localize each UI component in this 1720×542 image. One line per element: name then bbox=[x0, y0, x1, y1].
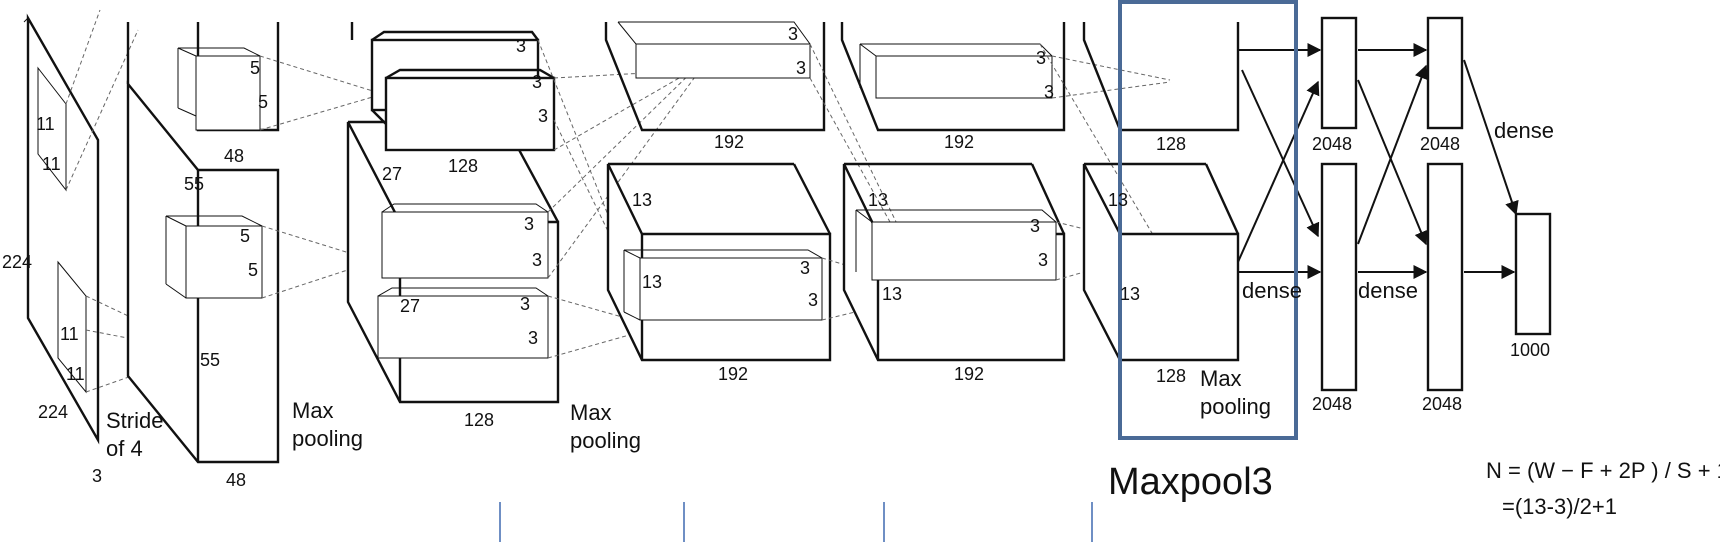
conv1-dim-label-b: 55 bbox=[200, 350, 220, 370]
bottom-ticks bbox=[499, 502, 1093, 542]
conv3-top-depth-label: 192 bbox=[714, 132, 744, 152]
kernel-label: 3 bbox=[808, 290, 818, 310]
input-dim-label-b: 224 bbox=[38, 402, 68, 422]
kernel-label: 3 bbox=[796, 58, 806, 78]
fc6-top-bar bbox=[1320, 16, 1358, 130]
conv5-depth-label: 128 bbox=[1156, 366, 1186, 386]
conv2-depth-label: 128 bbox=[464, 410, 494, 430]
fc-arrows bbox=[1237, 43, 1519, 279]
kernel-label: 11 bbox=[60, 324, 79, 344]
kernel-label: 3 bbox=[520, 294, 530, 314]
kernel-label: 3 bbox=[532, 72, 542, 92]
stride-label-line1: Stride bbox=[106, 408, 163, 433]
fc6-top-label: 2048 bbox=[1312, 134, 1352, 154]
kernel-label: 5 bbox=[248, 260, 258, 280]
kernel-label: 3 bbox=[532, 250, 542, 270]
conv1-top-depth-label: 48 bbox=[224, 146, 244, 166]
conv4-dim-label: 13 bbox=[868, 190, 888, 210]
conv2-top-depth-label: 128 bbox=[448, 156, 478, 176]
conv3-depth-label: 192 bbox=[718, 364, 748, 384]
conv4-dim-label-b: 13 bbox=[882, 284, 902, 304]
output-label: 1000 bbox=[1510, 340, 1550, 360]
kernel-label: 11 bbox=[66, 364, 85, 384]
conv3-volume bbox=[604, 21, 832, 362]
maxpool3-title: Maxpool3 bbox=[1108, 461, 1273, 503]
kernel-label: 3 bbox=[516, 36, 526, 56]
input-dim-label: 224 bbox=[2, 252, 32, 272]
pool3-label-line1: Max bbox=[1200, 366, 1242, 391]
conv4-top-depth-label: 192 bbox=[944, 132, 974, 152]
fc6-bottom-bar bbox=[1320, 162, 1358, 392]
formula-line1: N = (W − F + 2P ) / S + 1 bbox=[1486, 458, 1720, 483]
conv3-dim-label-b: 13 bbox=[642, 272, 662, 292]
stride-label-line2: of 4 bbox=[106, 436, 143, 461]
kernel-label: 3 bbox=[1036, 48, 1046, 68]
pool1-label-line2: pooling bbox=[292, 426, 363, 451]
kernel-label: 3 bbox=[800, 258, 810, 278]
kernel-label: 3 bbox=[788, 24, 798, 44]
fc7-top-bar bbox=[1426, 16, 1464, 130]
pool2-label-line2: pooling bbox=[570, 428, 641, 453]
labels: 224 224 3 11 11 11 11 Stride of 4 55 55 … bbox=[2, 24, 1720, 519]
formula-line2: =(13-3)/2+1 bbox=[1502, 494, 1617, 519]
conv1-depth-label: 48 bbox=[226, 470, 246, 490]
conv2-dim-label-b: 27 bbox=[400, 296, 420, 316]
kernel-label: 5 bbox=[258, 92, 268, 112]
conv1-dim-label: 55 bbox=[184, 174, 204, 194]
kernel-label: 3 bbox=[524, 214, 534, 234]
conv2-dim-label: 27 bbox=[382, 164, 402, 184]
conv5-dim-label-b: 13 bbox=[1120, 284, 1140, 304]
conv4-depth-label: 192 bbox=[954, 364, 984, 384]
output-bar bbox=[1514, 212, 1552, 336]
conv5-top-depth-label: 128 bbox=[1156, 134, 1186, 154]
fc-layers bbox=[1320, 16, 1552, 392]
maxpool3-highlight-box bbox=[1118, 0, 1298, 440]
dense-label-3: dense bbox=[1494, 118, 1554, 143]
dense-label-2: dense bbox=[1358, 278, 1418, 303]
kernel-label: 3 bbox=[528, 328, 538, 348]
pool1-label-line1: Max bbox=[292, 398, 334, 423]
conv5-dim-label: 13 bbox=[1108, 190, 1128, 210]
conv1-volume bbox=[126, 22, 280, 464]
kernel-label: 3 bbox=[538, 106, 548, 126]
fc7-top-label: 2048 bbox=[1420, 134, 1460, 154]
kernel-label: 3 bbox=[1044, 82, 1054, 102]
conv1-to-conv2-dashes bbox=[259, 55, 377, 299]
kernel-label: 5 bbox=[250, 58, 260, 78]
conv3-dim-label: 13 bbox=[632, 190, 652, 210]
kernel-label: 3 bbox=[1038, 250, 1048, 270]
fc7-bottom-label: 2048 bbox=[1422, 394, 1462, 414]
conv4-volume bbox=[840, 22, 1066, 362]
conv2-volume bbox=[346, 22, 560, 404]
pool2-label-line1: Max bbox=[570, 400, 612, 425]
fc7-bottom-bar bbox=[1426, 162, 1464, 392]
input-depth-label: 3 bbox=[92, 466, 102, 486]
kernel-label: 3 bbox=[1030, 216, 1040, 236]
kernel-label: 11 bbox=[42, 154, 61, 174]
kernel-label: 5 bbox=[240, 226, 250, 246]
kernel-label: 11 bbox=[36, 114, 55, 134]
input-volume bbox=[23, 13, 100, 445]
pool3-label-line2: pooling bbox=[1200, 394, 1271, 419]
fc6-bottom-label: 2048 bbox=[1312, 394, 1352, 414]
dense-label-1: dense bbox=[1242, 278, 1302, 303]
